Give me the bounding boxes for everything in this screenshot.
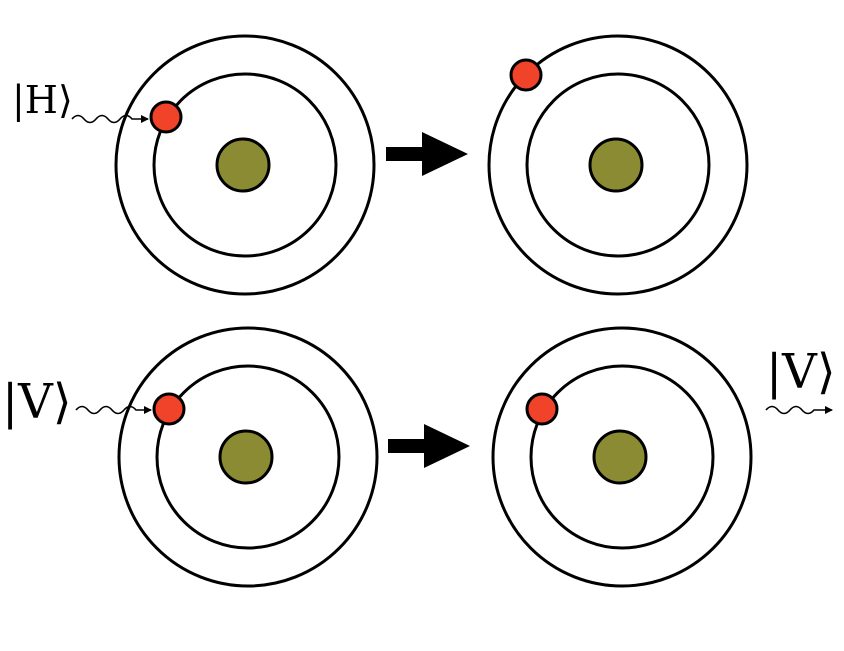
outer-orbit <box>491 326 753 588</box>
photon-h-wave-icon <box>71 114 149 124</box>
photon-v-out-wave-icon <box>765 405 833 415</box>
outer-orbit <box>487 34 749 296</box>
electron <box>152 392 186 426</box>
inner-orbit <box>152 72 338 258</box>
photon-v-in-wave-icon <box>75 405 152 415</box>
transition-arrow-bottom-icon <box>388 424 470 468</box>
outer-orbit <box>117 326 379 588</box>
electron <box>525 392 559 426</box>
nucleus <box>588 137 644 193</box>
inner-orbit <box>155 364 341 550</box>
nucleus <box>215 137 271 193</box>
outer-orbit <box>114 34 376 296</box>
photon-h-label: |H⟩ <box>12 78 73 122</box>
atom-top-left <box>114 34 376 296</box>
inner-orbit <box>529 364 715 550</box>
nucleus <box>592 429 648 485</box>
atom-bottom-left <box>117 326 379 588</box>
inner-orbit <box>525 72 711 258</box>
atom-top-right <box>487 34 749 296</box>
photon-v-in-label: |V⟩ <box>2 374 72 430</box>
transition-arrow-top-icon <box>386 132 468 176</box>
atom-bottom-right <box>491 326 753 588</box>
electron <box>149 100 183 134</box>
photon-v-out-label: |V⟩ <box>766 344 836 400</box>
nucleus <box>218 429 274 485</box>
electron <box>509 58 543 92</box>
